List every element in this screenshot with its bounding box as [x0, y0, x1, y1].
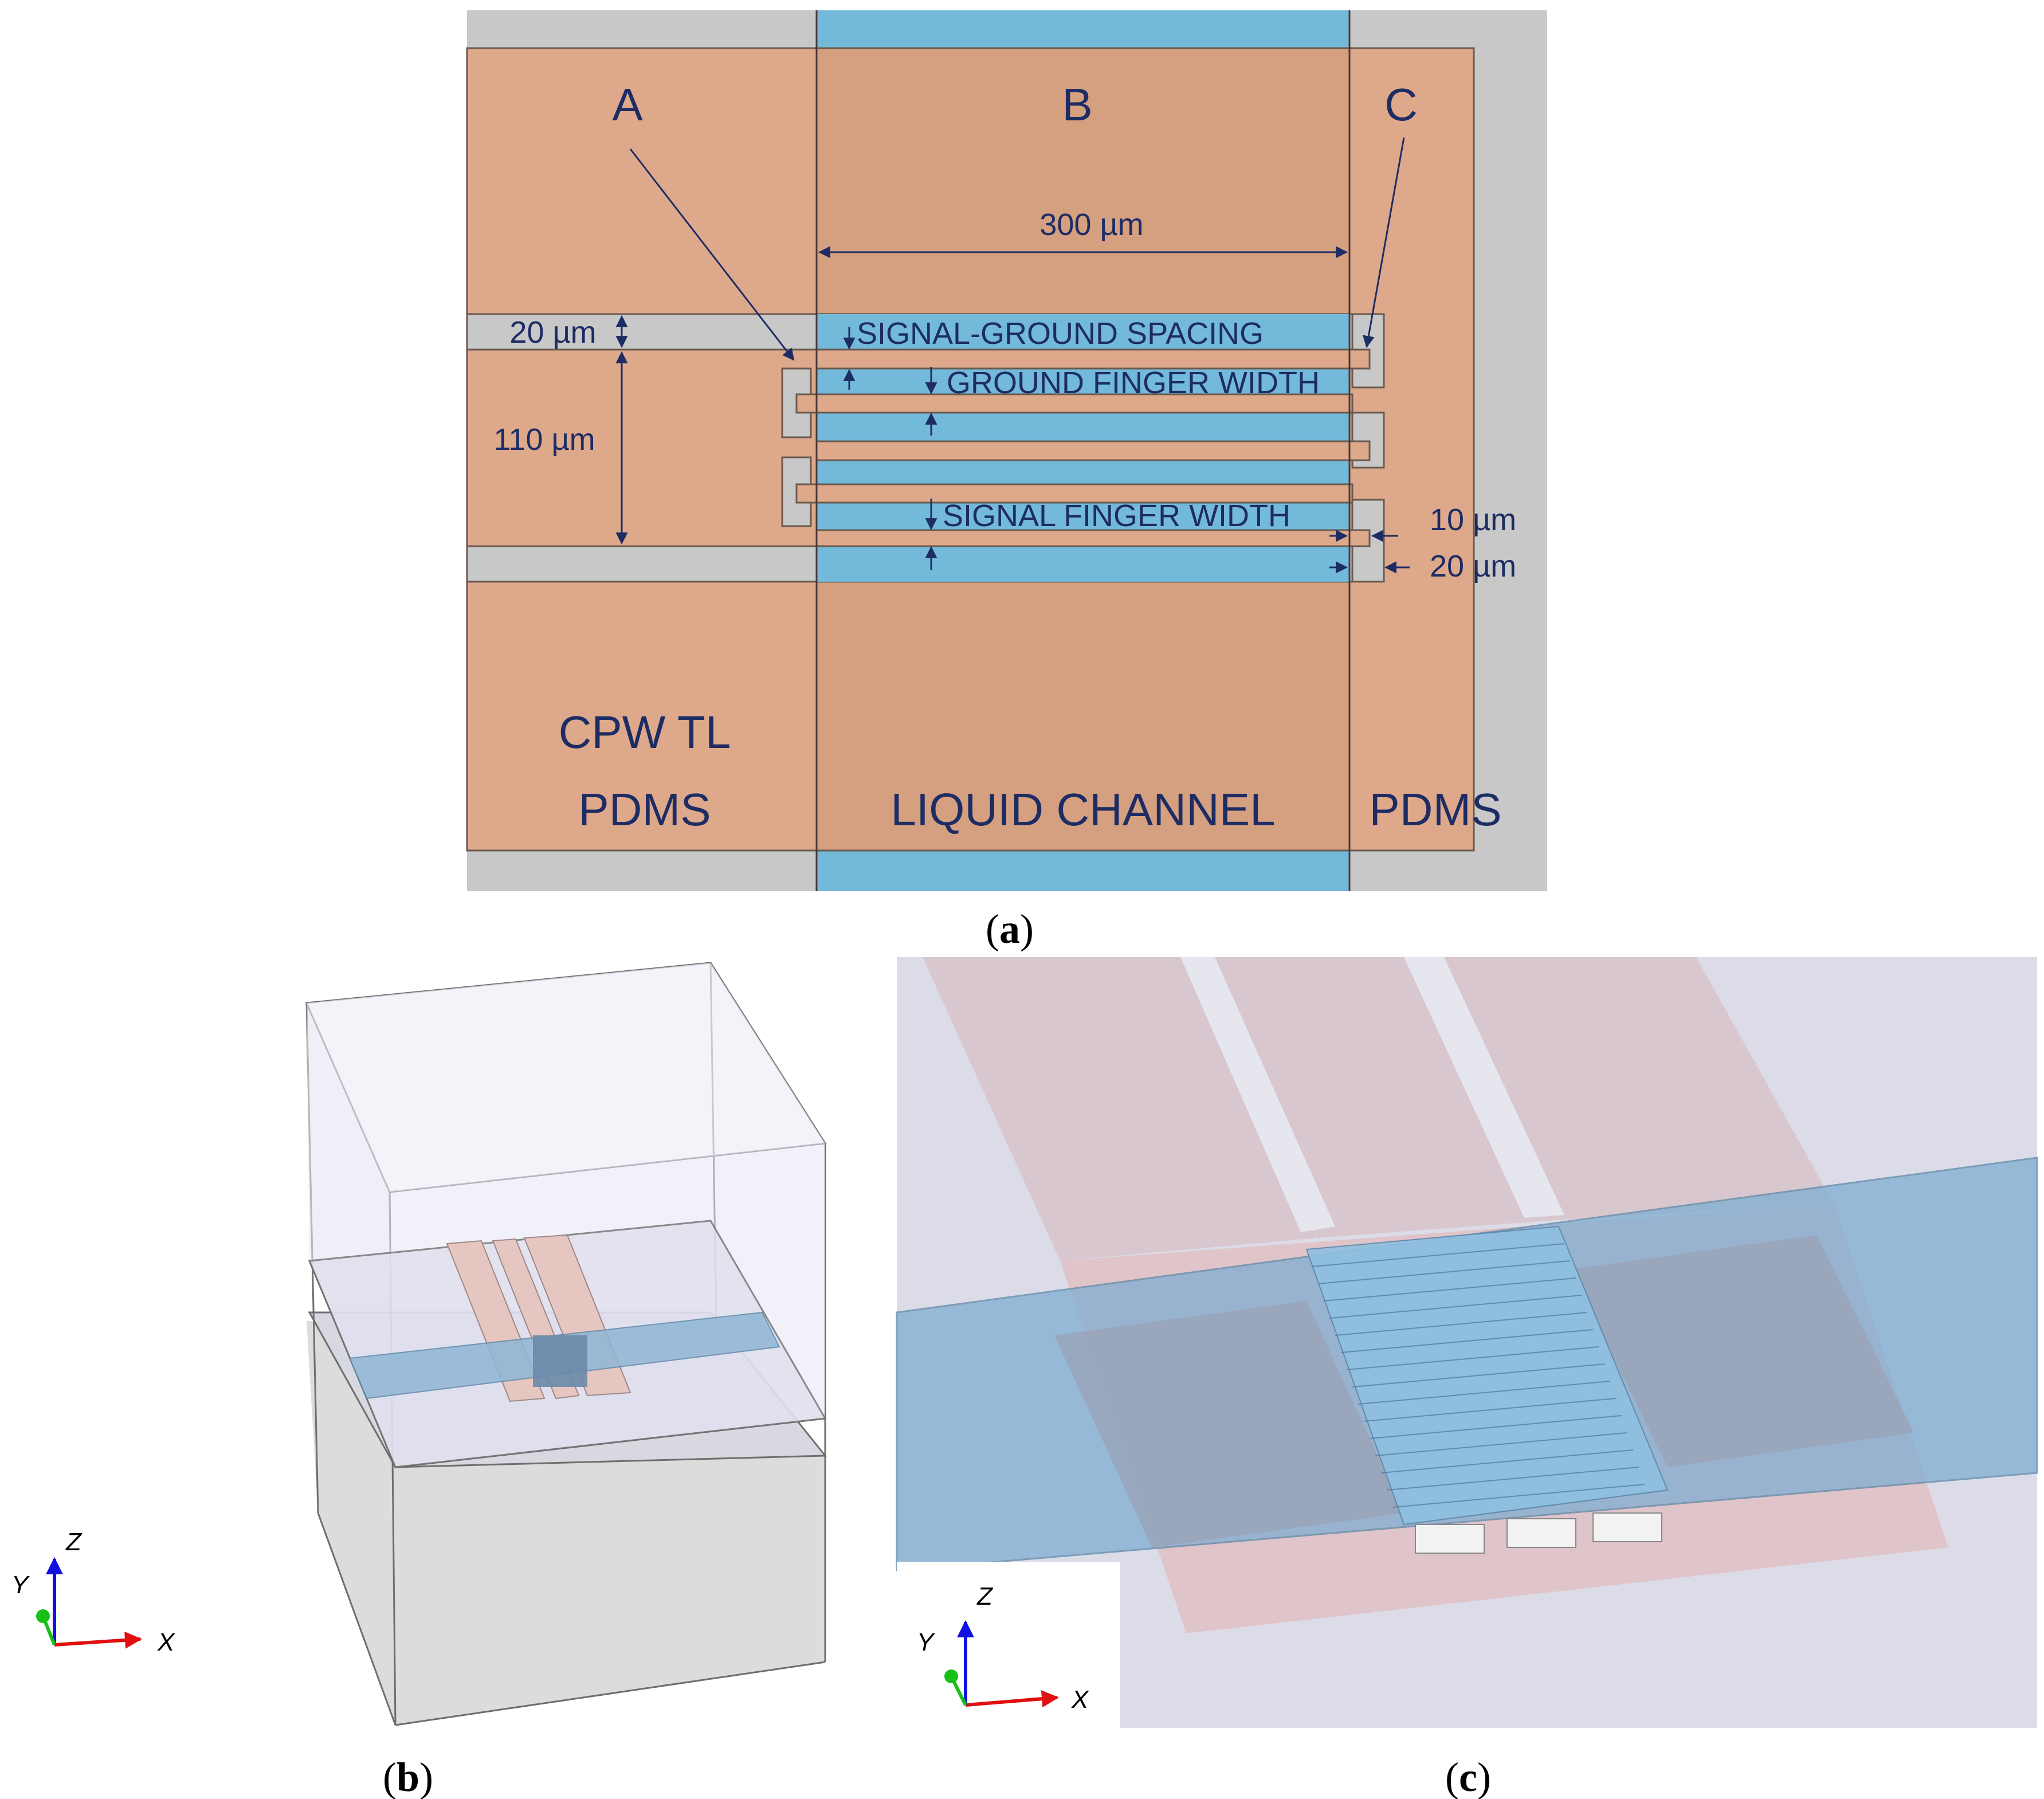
panel-c — [896, 957, 2038, 1728]
axes-b: Z Y X — [11, 1528, 175, 1656]
axis-y-b: Y — [11, 1571, 30, 1599]
ide-stack — [1305, 1225, 1669, 1526]
pdms-right-label: PDMS — [1369, 784, 1501, 835]
dim-20-left-label: 20 µm — [509, 315, 596, 350]
axis-x-b: X — [157, 1628, 175, 1656]
interdigital-fingers — [781, 313, 1385, 583]
region-a-label: A — [612, 79, 643, 130]
signal-finger-width-label: SIGNAL FINGER WIDTH — [943, 499, 1290, 533]
region-c-label: C — [1384, 79, 1418, 130]
cpw-label-line1: CPW TL — [559, 707, 731, 758]
leader-c — [1362, 137, 1405, 348]
leader-a — [629, 148, 795, 361]
cpw-label-line2: PDMS — [578, 784, 711, 835]
dim-300-label: 300 µm — [1039, 207, 1143, 242]
dim-20-right-label: 20 µm — [1430, 549, 1516, 583]
panel-b — [305, 962, 827, 1726]
caption-b: (b) — [383, 1754, 433, 1799]
dim-10-right-label: 10 µm — [1430, 503, 1516, 537]
axis-y-c: Y — [917, 1628, 935, 1656]
panel-a: A B C 300 µm 20 µm 110 µm SIGNAL-GROUND … — [466, 10, 1547, 891]
dim-110-label: 110 µm — [493, 422, 595, 457]
caption-a: (a) — [986, 906, 1034, 952]
signal-ground-spacing-label: SIGNAL-GROUND SPACING — [857, 316, 1264, 351]
axis-z-c: Z — [976, 1582, 994, 1610]
ground-finger-width-label: GROUND FINGER WIDTH — [947, 366, 1320, 400]
axes-c: Z Y X — [917, 1582, 1089, 1714]
axis-z-b: Z — [65, 1528, 83, 1556]
region-b-label: B — [1062, 79, 1092, 130]
axis-x-c: X — [1071, 1686, 1089, 1714]
caption-c: (c) — [1445, 1754, 1491, 1799]
channel-label: LIQUID CHANNEL — [890, 784, 1275, 835]
